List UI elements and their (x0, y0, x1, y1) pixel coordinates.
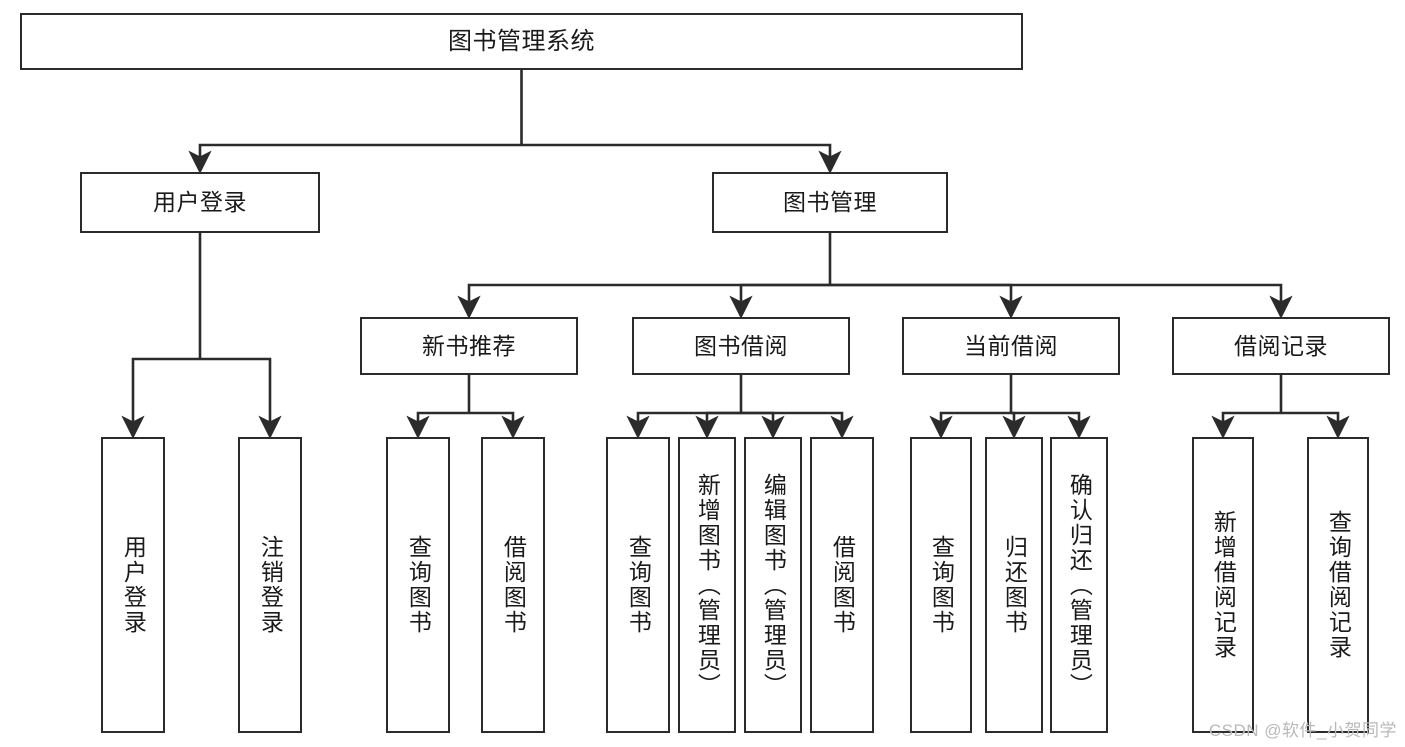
node-leaf-user-login[interactable]: 用户登录 (101, 437, 165, 733)
edge-book-borrow-to-leaf-borrow-add-book (695, 411, 741, 439)
node-label: 查询图书 (405, 535, 432, 635)
node-leaf-borrow-add-book[interactable]: 新增图书（管理员） (678, 437, 736, 733)
edge-current-borrow-to-leaf-cur-query-book (929, 411, 1011, 439)
edge-root-to-user-login (188, 143, 522, 174)
node-user-login[interactable]: 用户登录 (80, 172, 320, 233)
node-leaf-user-logout[interactable]: 注销登录 (238, 437, 302, 733)
edge-new-book-rec-to-leaf-rec-borrow-book (469, 411, 525, 439)
edge-new-book-rec-to-leaf-rec-query-book (406, 411, 469, 439)
node-label: 注销登录 (257, 535, 284, 635)
node-label: 确认归还（管理员） (1066, 472, 1093, 698)
node-label: 查询借阅记录 (1325, 510, 1352, 660)
node-label: 新增图书（管理员） (694, 472, 721, 698)
node-root[interactable]: 图书管理系统 (20, 13, 1023, 70)
edge-book-borrow-to-leaf-borrow-query-book (626, 411, 741, 439)
node-borrow-record[interactable]: 借阅记录 (1172, 317, 1390, 375)
edge-current-borrow-to-leaf-cur-confirm-return (1011, 411, 1091, 439)
node-new-book-rec[interactable]: 新书推荐 (360, 317, 578, 375)
edge-borrow-record-to-leaf-rec-query-record (1281, 411, 1350, 439)
node-label: 查询图书 (928, 535, 955, 635)
node-label: 编辑图书（管理员） (760, 472, 787, 698)
node-label: 查询图书 (625, 535, 652, 635)
node-book-manage[interactable]: 图书管理 (712, 172, 948, 233)
node-label: 借阅图书 (500, 535, 527, 635)
edge-book-borrow-to-leaf-borrow-borrow-book (741, 411, 854, 439)
node-label: 借阅图书 (829, 535, 856, 635)
node-label: 用户登录 (120, 535, 147, 635)
edge-book-manage-to-current-borrow (830, 283, 1023, 319)
edge-book-manage-to-book-borrow (729, 283, 830, 319)
node-leaf-cur-query-book[interactable]: 查询图书 (910, 437, 972, 733)
node-label: 归还图书 (1001, 535, 1028, 635)
edge-book-borrow-to-leaf-borrow-edit-book (741, 411, 785, 439)
node-leaf-cur-return-book[interactable]: 归还图书 (985, 437, 1043, 733)
edge-root-to-book-manage (521, 143, 842, 174)
node-leaf-borrow-borrow-book[interactable]: 借阅图书 (810, 437, 874, 733)
edge-borrow-record-to-leaf-rec-add-record (1211, 411, 1281, 439)
node-label: 图书管理 (783, 189, 877, 216)
node-label: 用户登录 (153, 189, 247, 216)
edge-current-borrow-to-leaf-cur-return-book (1002, 411, 1026, 439)
node-label: 新书推荐 (422, 332, 516, 359)
edge-book-manage-to-borrow-record (830, 283, 1293, 319)
node-leaf-rec-query-book[interactable]: 查询图书 (386, 437, 450, 733)
node-leaf-borrow-query-book[interactable]: 查询图书 (606, 437, 670, 733)
node-label: 借阅记录 (1234, 332, 1328, 359)
edge-user-login-to-leaf-user-logout (200, 357, 282, 439)
edge-user-login-to-leaf-user-login (121, 357, 200, 439)
edge-book-manage-to-new-book-rec (457, 283, 830, 319)
node-leaf-cur-confirm-return[interactable]: 确认归还（管理员） (1050, 437, 1108, 733)
node-book-borrow[interactable]: 图书借阅 (632, 317, 850, 375)
edge-paths (121, 70, 1350, 439)
node-label: 当前借阅 (964, 332, 1058, 359)
node-label: 图书管理系统 (448, 27, 595, 55)
node-current-borrow[interactable]: 当前借阅 (902, 317, 1120, 375)
node-label: 新增借阅记录 (1210, 510, 1237, 660)
node-label: 图书借阅 (694, 332, 788, 359)
node-leaf-rec-borrow-book[interactable]: 借阅图书 (481, 437, 545, 733)
node-leaf-rec-add-record[interactable]: 新增借阅记录 (1192, 437, 1254, 733)
node-leaf-rec-query-record[interactable]: 查询借阅记录 (1307, 437, 1369, 733)
node-leaf-borrow-edit-book[interactable]: 编辑图书（管理员） (744, 437, 802, 733)
